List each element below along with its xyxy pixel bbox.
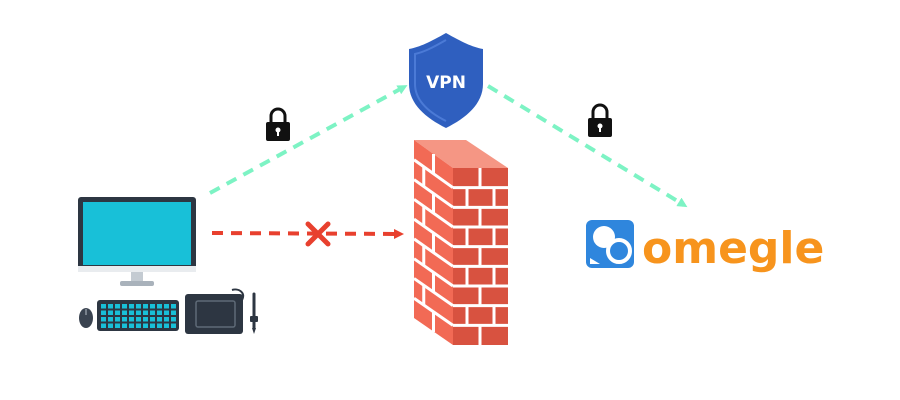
vpn-shield-icon: VPN: [409, 33, 483, 128]
destination-label: omegle: [642, 223, 824, 274]
secure-path-to-destination: [486, 84, 688, 208]
brick-firewall-icon: [413, 140, 508, 345]
vpn-label: VPN: [426, 73, 466, 93]
desktop-computer-icon: [78, 197, 258, 334]
secure-path-to-vpn: [209, 85, 408, 195]
padlock-icon: [588, 103, 612, 137]
omegle-logo-icon: [586, 220, 634, 268]
x-mark-icon: [305, 221, 331, 247]
blocked-direct-path: [211, 228, 404, 239]
padlock-icon: [266, 107, 290, 141]
